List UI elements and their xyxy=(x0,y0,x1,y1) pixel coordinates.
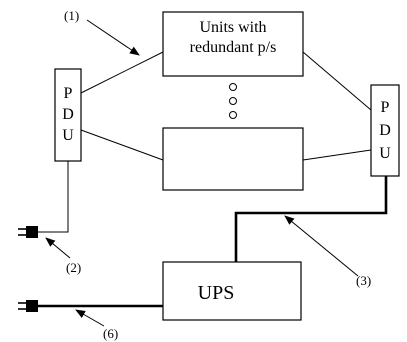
ups-to-pdu-cable xyxy=(234,176,388,262)
wire-pdu-right-bottom xyxy=(302,149,372,161)
units-box-bottom xyxy=(162,127,304,191)
callout-2-label: (2) xyxy=(66,260,81,275)
wire-pdu-left-top xyxy=(80,51,164,94)
pdu-right-letter: D xyxy=(379,122,391,139)
pdu-right-letter: U xyxy=(379,145,391,162)
pdu-left-letter: U xyxy=(62,127,74,144)
ups-box xyxy=(162,261,302,321)
callout-2-arrow xyxy=(45,237,71,259)
callout-6-arrow xyxy=(75,309,105,327)
pdu-right-letter: P xyxy=(381,99,390,116)
callout-6-label: (6) xyxy=(103,326,118,341)
plug-icon xyxy=(18,226,38,238)
ups-label: UPS xyxy=(198,282,235,304)
plug-icon xyxy=(18,300,38,312)
pdu-left-letter: D xyxy=(62,106,74,123)
pdu-left-letter: P xyxy=(64,85,73,102)
callout-1-label: (1) xyxy=(64,8,79,23)
units-box-line1: Units with xyxy=(199,19,266,36)
wire-pdu-right-top xyxy=(302,51,372,111)
callout-1-arrow xyxy=(86,19,140,56)
ellipsis-dot xyxy=(229,111,237,119)
ellipsis-dot xyxy=(229,97,237,105)
callout-3-arrow xyxy=(284,215,359,277)
ellipsis-dot xyxy=(229,83,237,91)
callout-3-label: (3) xyxy=(356,273,371,288)
units-box-top xyxy=(162,11,304,77)
wire-pdu-left-bottom xyxy=(80,129,164,161)
pdu-left xyxy=(54,68,82,162)
pdu-left-cord xyxy=(38,161,69,233)
units-box-line2: redundant p/s xyxy=(190,39,277,56)
